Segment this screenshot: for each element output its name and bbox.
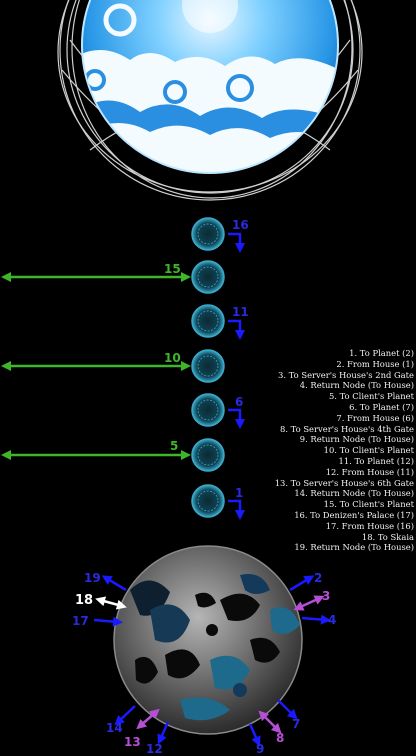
blue-arrow-1 (228, 499, 245, 520)
label-8: 8 (276, 731, 284, 745)
legend-item: 5. To Client's Planet (328, 391, 414, 402)
arrow-12 (157, 721, 170, 745)
label-13: 13 (124, 735, 141, 749)
arrow-4 (301, 614, 331, 625)
label-19: 19 (84, 571, 101, 585)
legend-item: 4. Return Node (To House) (299, 380, 414, 391)
arrow-7 (277, 699, 298, 720)
label-1: 1 (235, 486, 243, 500)
rock-planet[interactable] (113, 545, 303, 735)
legend-item: 1. To Planet (2) (349, 348, 414, 358)
gate-node-15[interactable] (191, 260, 225, 294)
arrow-9 (248, 723, 261, 747)
legend-item: 18. To Skaia (361, 531, 414, 542)
gate-legend: 1. To Planet (2) 2. From House (1) 3. To… (154, 348, 414, 553)
label-4: 4 (328, 613, 336, 627)
gate-node-1[interactable] (191, 484, 225, 518)
legend-item: 9. Return Node (To House) (299, 434, 414, 445)
label-10: 10 (164, 351, 181, 365)
legend-item: 19. Return Node (To House) (294, 542, 414, 553)
label-12: 12 (146, 742, 163, 756)
arrow-8 (258, 710, 282, 734)
legend-item: 12. From House (11) (325, 466, 414, 477)
legend-item: 11. To Planet (12) (338, 455, 415, 466)
label-16: 16 (232, 218, 249, 232)
label-11: 11 (232, 305, 249, 319)
legend-item: 13. To Server's House's 6th Gate (274, 477, 414, 488)
legend-item: 8. To Server's House's 4th Gate (280, 423, 414, 434)
arrow-17 (93, 616, 123, 627)
label-6: 6 (235, 395, 243, 409)
gate-node-10[interactable] (191, 349, 225, 383)
legend-item: 15. To Client's Planet (323, 499, 414, 510)
blue-arrow-11 (228, 319, 245, 340)
label-14: 14 (106, 721, 123, 735)
arrow-2 (289, 575, 315, 592)
legend-item: 6. To Planet (7) (349, 401, 414, 412)
label-9: 9 (256, 742, 264, 756)
arrow-14 (114, 705, 136, 726)
arrow-19 (101, 575, 127, 592)
cloud-planet (57, 0, 363, 201)
label-5: 5 (170, 439, 178, 453)
arrow-3 (293, 595, 325, 611)
gate-node-16[interactable] (191, 217, 225, 251)
gate-node-5[interactable] (191, 438, 225, 472)
arrow-13 (136, 708, 160, 730)
gate-node-11[interactable] (191, 304, 225, 338)
legend-item: 2. From House (1) (336, 358, 414, 369)
legend-item: 3. To Server's House's 2nd Gate (278, 369, 414, 380)
label-2: 2 (314, 571, 322, 585)
legend-item: 14. Return Node (To House) (294, 488, 414, 499)
legend-item: 7. From House (6) (336, 412, 414, 423)
label-3: 3 (322, 589, 330, 603)
arrow-18 (95, 596, 127, 610)
label-18: 18 (75, 593, 93, 608)
legend-item: 10. To Client's Planet (323, 445, 414, 456)
gate-node-6[interactable] (191, 393, 225, 427)
legend-item: 17. From House (16) (325, 520, 414, 531)
label-15: 15 (164, 262, 181, 276)
planet-craters (130, 574, 300, 721)
blue-arrow-16 (228, 232, 245, 253)
label-7: 7 (292, 717, 300, 731)
label-17: 17 (72, 614, 89, 628)
blue-arrow-6 (228, 408, 245, 429)
legend-item: 16. To Denizen's Palace (17) (294, 509, 414, 520)
